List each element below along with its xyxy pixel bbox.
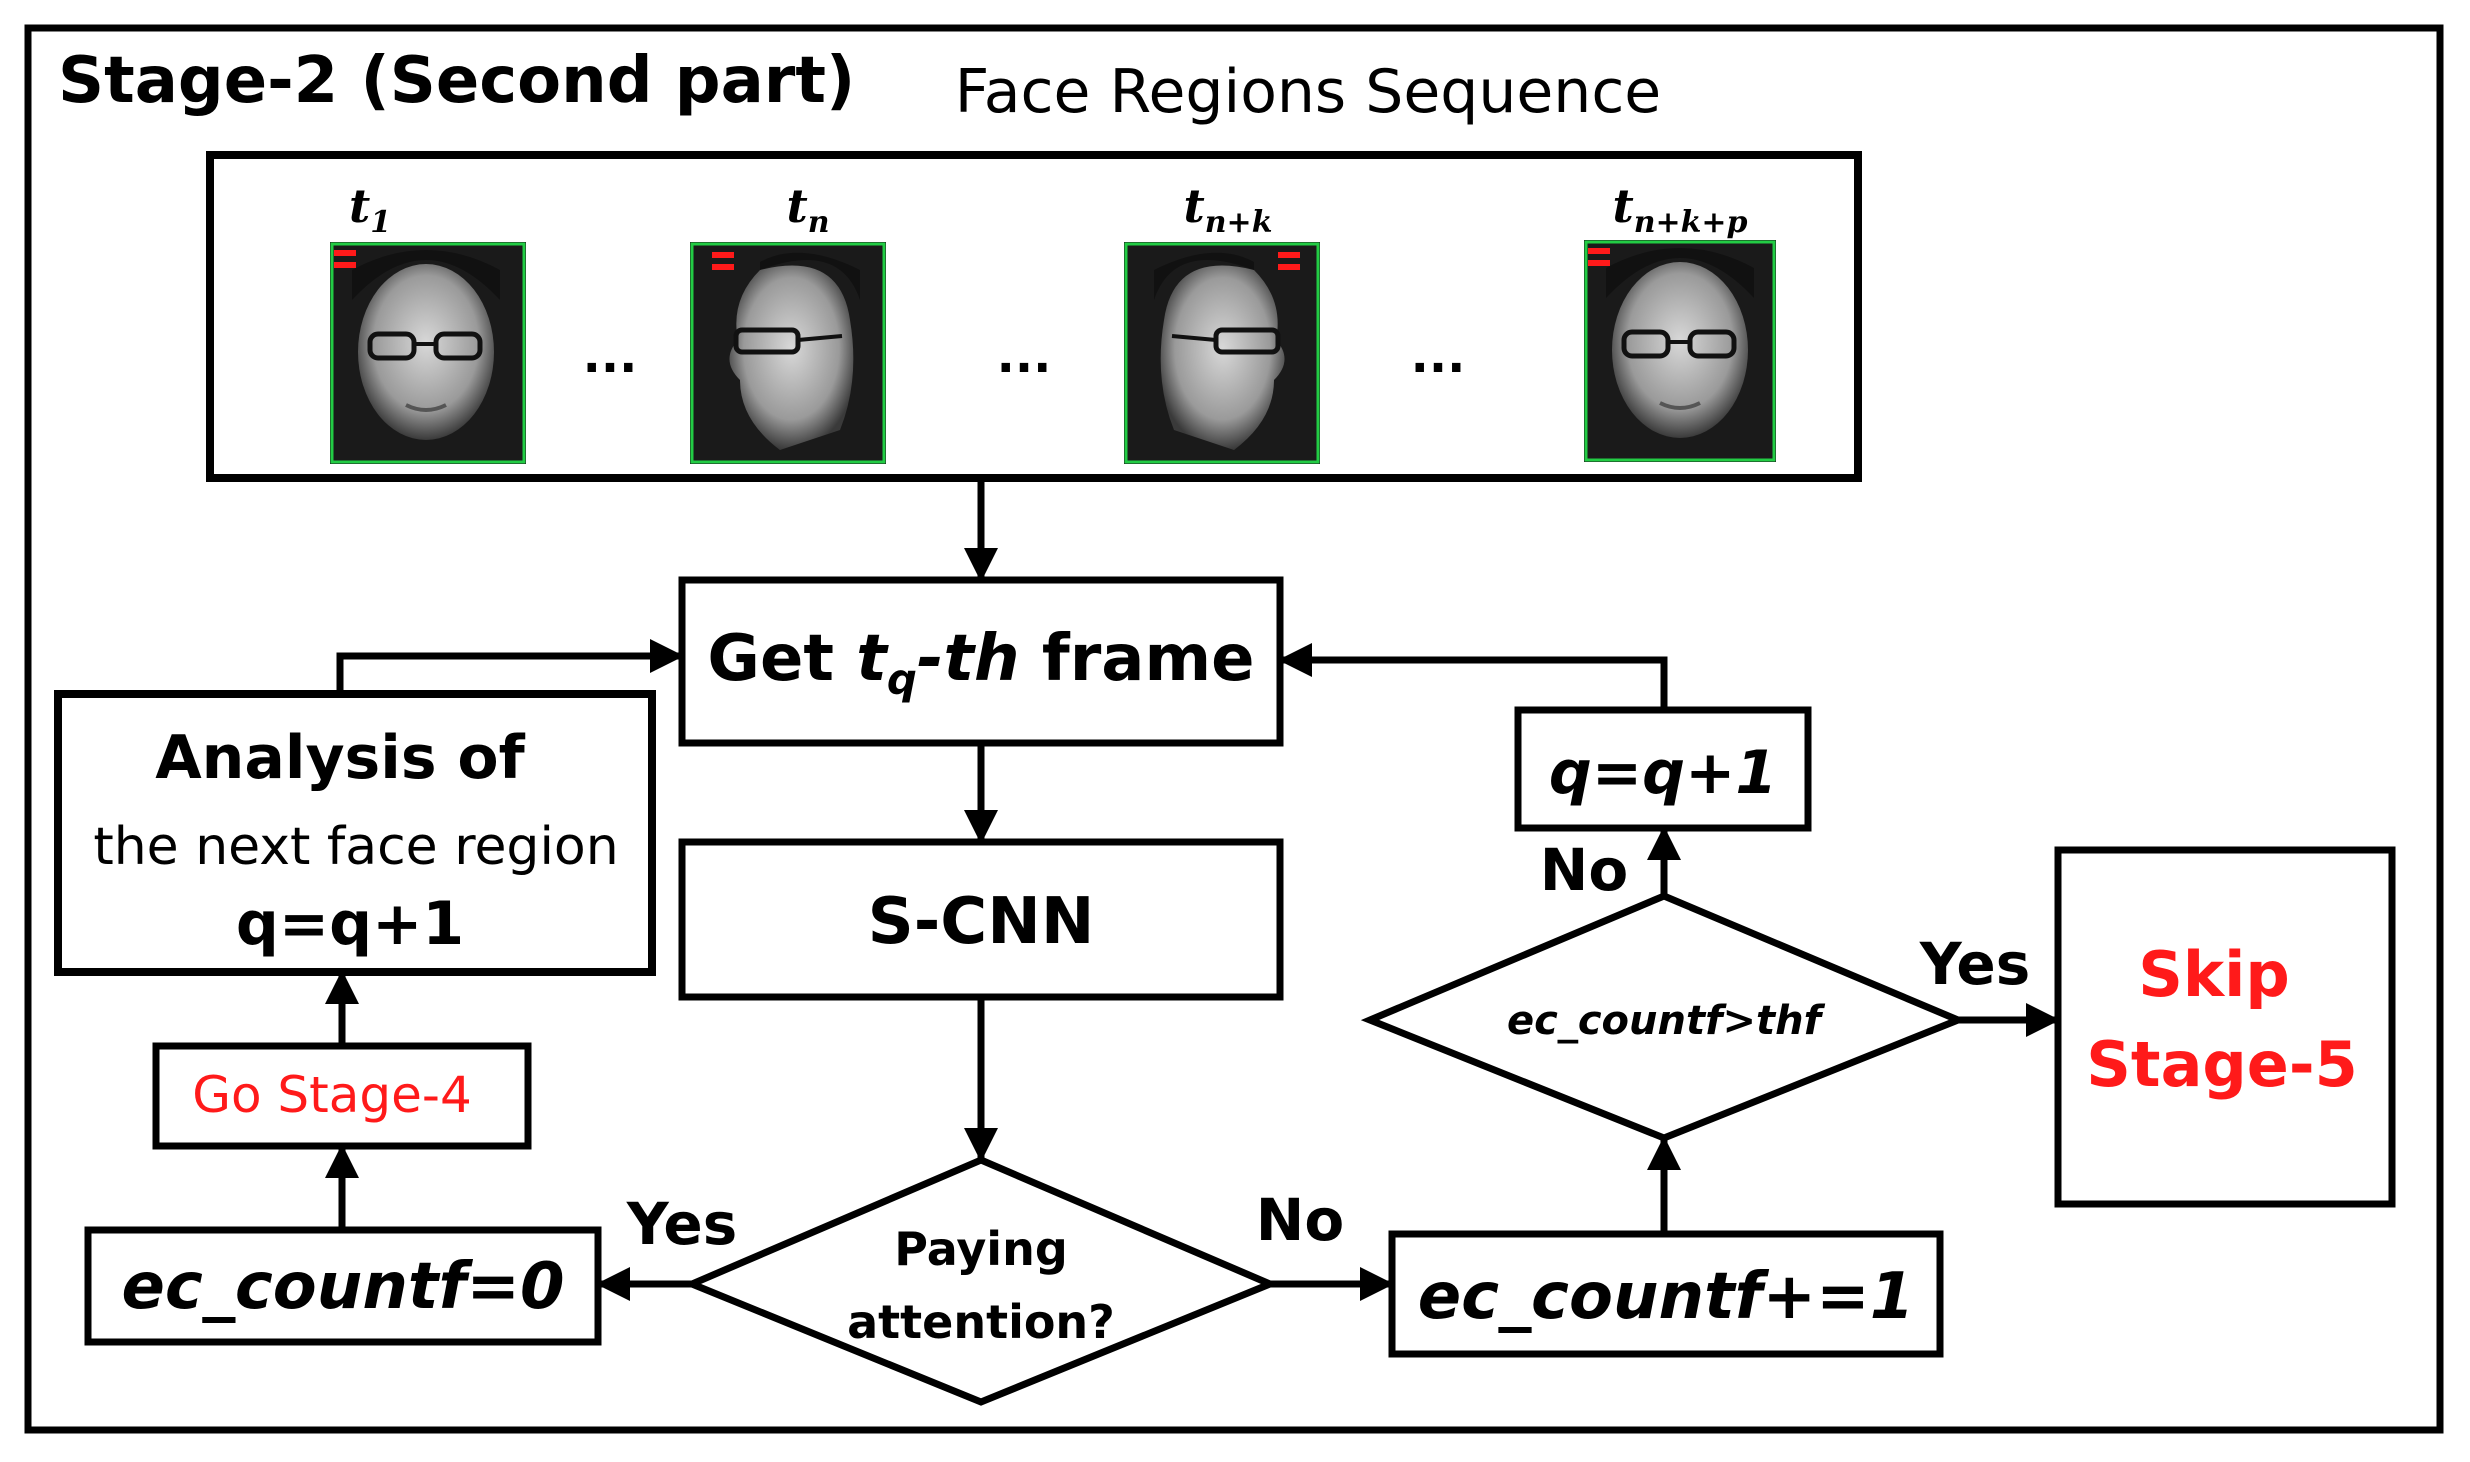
edge-label-no-threshold: No: [1540, 836, 1628, 904]
frame-thumbnail-3: tn+k: [1124, 179, 1320, 464]
paying-attention-diamond: [682, 1156, 1280, 1406]
frame-label-3: tn+k: [1184, 179, 1273, 240]
frame-label-4: tn+k+p: [1612, 179, 1747, 240]
go-stage4-label: Go Stage-4: [192, 1066, 472, 1124]
frame-label-1: t1: [349, 179, 391, 240]
reset-counter-label: ec_countf=0: [122, 1250, 565, 1324]
ellipsis-1: ...: [583, 328, 638, 384]
increment-counter-label: ec_countf+=1: [1418, 1260, 1915, 1334]
paying-attention-line1: Paying: [894, 1222, 1068, 1276]
arrow-analysis-to-get-frame: [336, 639, 684, 694]
analysis-line1: Analysis of: [155, 723, 525, 793]
skip-stage5-box: [2054, 846, 2396, 1208]
edge-label-yes-threshold: Yes: [1919, 930, 2031, 998]
edge-label-no-right: No: [1256, 1186, 1344, 1254]
skip-stage5-line1: Skip: [2138, 938, 2290, 1011]
analysis-line2: the next face region: [93, 817, 618, 877]
paying-attention-line2: attention?: [847, 1295, 1115, 1349]
frame-thumbnail-1: t1: [330, 179, 526, 464]
scnn-label: S-CNN: [868, 885, 1095, 959]
stage-label: Stage-2 (Second part): [58, 44, 855, 118]
get-frame-label: Get tq-th frame: [707, 622, 1254, 704]
frame-label-2: tn: [786, 179, 829, 240]
analysis-box: [54, 690, 656, 976]
scnn-box: [678, 838, 1284, 1001]
threshold-label: ec_countf>thf: [1507, 998, 1826, 1044]
q-increment-right-label: q=q+1: [1549, 738, 1777, 808]
sequence-title: Face Regions Sequence: [955, 57, 1661, 127]
edge-label-yes-left: Yes: [626, 1190, 738, 1258]
ellipsis-2: ...: [997, 328, 1052, 384]
frame-thumbnail-2: tn: [690, 179, 886, 464]
ellipsis-3: ...: [1411, 328, 1466, 384]
skip-stage5-line2: Stage-5: [2086, 1028, 2357, 1101]
outer-frame: [24, 24, 2444, 1434]
analysis-line3: q=q+1: [236, 889, 464, 959]
arrow-q-right-to-get-frame: [1278, 643, 1668, 710]
frame-thumbnail-4: tn+k+p: [1584, 179, 1776, 462]
